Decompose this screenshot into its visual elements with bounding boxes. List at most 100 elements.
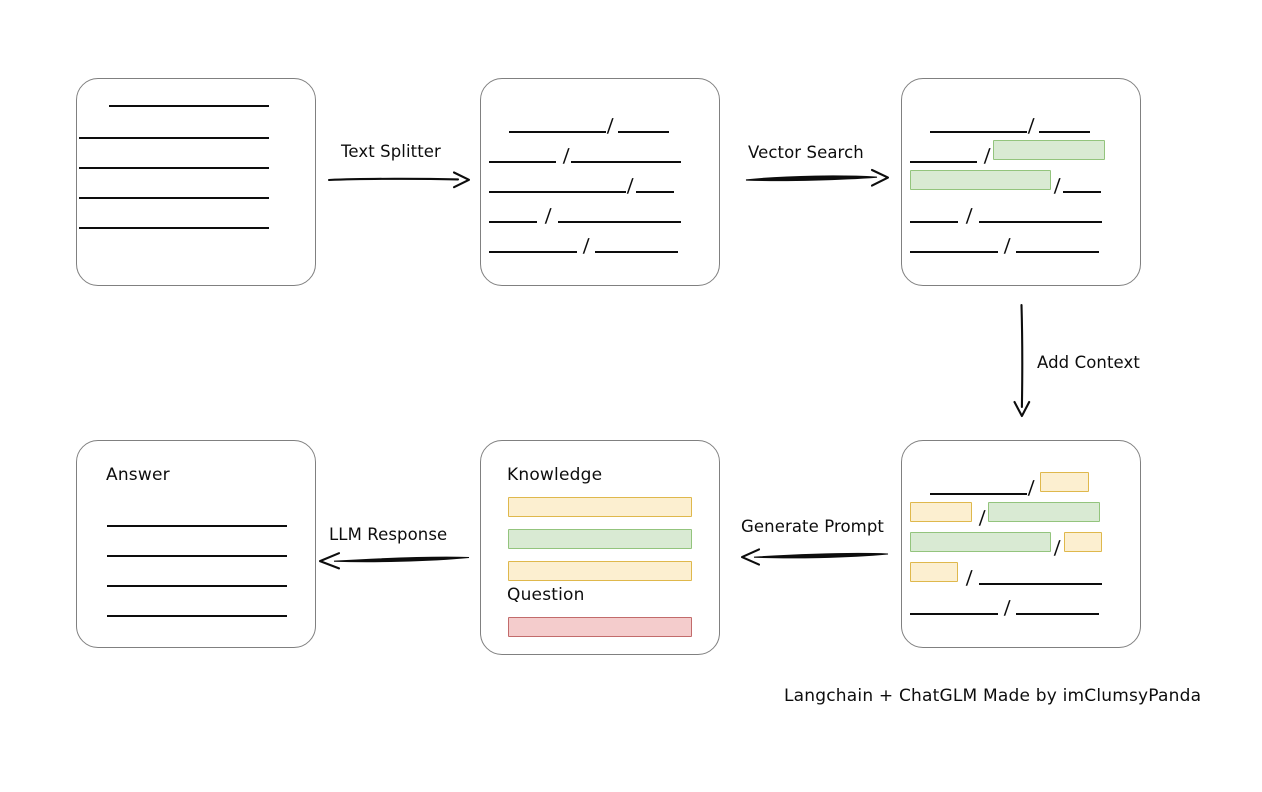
line-segment <box>489 150 556 163</box>
line-segment <box>1016 240 1100 253</box>
text-line <box>79 149 269 169</box>
line-segment <box>1039 120 1091 133</box>
text-line: / <box>910 203 1103 227</box>
split-slash: / <box>965 205 973 227</box>
edge-label-generate-prompt: Generate Prompt <box>741 517 884 536</box>
line-segment <box>79 216 269 229</box>
source-document-lines <box>77 79 315 285</box>
line-segment <box>109 94 269 107</box>
edge-label-vector-search: Vector Search <box>748 143 864 162</box>
line-segment <box>489 210 537 223</box>
line-segment <box>509 120 606 133</box>
text-line: / <box>910 529 1103 559</box>
node-prompt[interactable]: Knowledge Question <box>480 440 720 655</box>
text-line: / <box>910 559 1103 589</box>
text-line: / <box>930 469 1090 499</box>
prompt-bar-question-1 <box>508 617 692 637</box>
split-slash: / <box>582 235 590 257</box>
match-chip-green <box>993 140 1106 160</box>
line-segment <box>489 240 577 253</box>
context-chip-yellow <box>910 502 972 522</box>
prompt-bar-knowledge-3 <box>508 561 692 581</box>
text-line: / <box>910 499 1101 529</box>
split-document-lines: / / / / / <box>481 79 719 285</box>
context-chip-yellow <box>1040 472 1090 492</box>
line-segment <box>910 240 998 253</box>
split-slash: / <box>978 507 986 529</box>
line-segment <box>1063 180 1102 193</box>
text-line <box>109 87 269 107</box>
split-slash: / <box>965 567 973 589</box>
text-line: / <box>910 167 1102 197</box>
text-line <box>107 507 287 527</box>
line-segment <box>910 602 998 615</box>
text-line <box>79 209 269 229</box>
line-segment <box>571 150 682 163</box>
line-segment <box>107 604 287 617</box>
match-chip-green <box>910 532 1051 552</box>
context-document-lines: / / / / / <box>902 441 1140 647</box>
split-slash: / <box>606 115 614 137</box>
line-segment <box>79 126 269 139</box>
node-split-document[interactable]: / / / / / <box>480 78 720 286</box>
line-segment <box>107 544 287 557</box>
line-segment <box>79 186 269 199</box>
node-answer[interactable]: Answer <box>76 440 316 648</box>
text-line: / <box>509 113 670 137</box>
split-slash: / <box>1027 477 1035 499</box>
split-slash: / <box>1003 597 1011 619</box>
line-segment <box>636 180 675 193</box>
line-segment <box>558 210 682 223</box>
line-segment <box>910 150 977 163</box>
line-segment <box>979 210 1103 223</box>
text-line <box>79 179 269 199</box>
match-chip-green <box>910 170 1051 190</box>
prompt-section-heading-knowledge: Knowledge <box>507 465 603 485</box>
answer-heading: Answer <box>106 465 170 485</box>
prompt-bar-knowledge-1 <box>508 497 692 517</box>
prompt-bar-knowledge-2 <box>508 529 692 549</box>
line-segment <box>1016 602 1100 615</box>
text-line <box>79 119 269 139</box>
footer-credit: Langchain + ChatGLM Made by imClumsyPand… <box>784 686 1202 706</box>
text-line: / <box>930 113 1091 137</box>
node-context-document[interactable]: / / / / / <box>901 440 1141 648</box>
line-segment <box>618 120 670 133</box>
text-line <box>107 597 287 617</box>
edge-label-llm-response: LLM Response <box>329 525 448 544</box>
text-line: / <box>489 203 682 227</box>
line-segment <box>107 574 287 587</box>
node-retrieved-document[interactable]: / / / / / <box>901 78 1141 286</box>
text-line <box>107 567 287 587</box>
prompt-section-heading-question: Question <box>507 585 585 605</box>
line-segment <box>910 210 958 223</box>
line-segment <box>489 180 626 193</box>
split-slash: / <box>983 145 991 167</box>
line-segment <box>107 514 287 527</box>
split-slash: / <box>1053 175 1061 197</box>
split-slash: / <box>1003 235 1011 257</box>
split-slash: / <box>544 205 552 227</box>
text-line: / <box>910 137 1106 167</box>
arrow-add-context <box>1013 303 1031 418</box>
text-line: / <box>910 233 1100 257</box>
arrow-generate-prompt <box>740 548 889 566</box>
context-chip-yellow <box>910 562 958 582</box>
line-segment <box>979 572 1103 585</box>
edge-label-add-context: Add Context <box>1037 353 1140 372</box>
retrieved-document-lines: / / / / / <box>902 79 1140 285</box>
text-line: / <box>489 173 675 197</box>
text-line <box>107 537 287 557</box>
arrow-llm-response <box>318 552 470 570</box>
text-line: / <box>489 233 679 257</box>
line-segment <box>595 240 679 253</box>
arrow-vector-search <box>745 168 890 187</box>
line-segment <box>930 120 1027 133</box>
answer-lines <box>77 441 315 647</box>
split-slash: / <box>626 175 634 197</box>
node-source-document[interactable] <box>76 78 316 286</box>
match-chip-green <box>988 502 1101 522</box>
arrow-text-splitter <box>327 171 471 189</box>
line-segment <box>930 482 1027 495</box>
